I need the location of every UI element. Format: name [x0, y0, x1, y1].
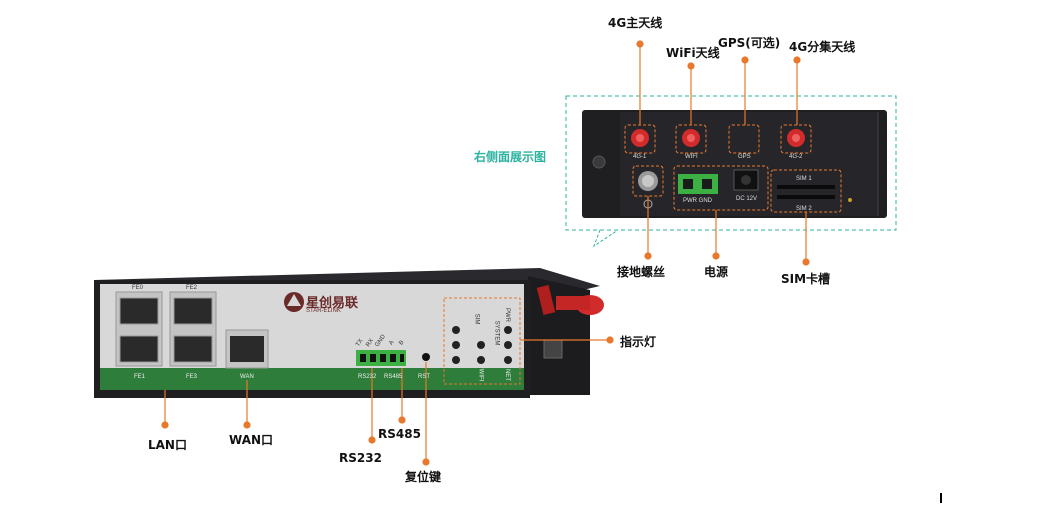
front-led-frame — [443, 297, 521, 385]
led-label-sim: SIM — [473, 313, 480, 325]
port-label-fe2: FE2 — [186, 285, 198, 291]
end-marker — [940, 493, 942, 503]
side-power-block — [673, 165, 769, 211]
callout-reset: 复位键 — [405, 470, 442, 484]
port-label-fe3: FE3 — [186, 374, 198, 380]
callout-4g-div: 4G分集天线 — [789, 40, 856, 54]
side-callout-lines — [636, 40, 810, 266]
port-label-rs232: RS232 — [358, 374, 377, 380]
front-terminal-block — [356, 350, 406, 366]
side-ant-wifi — [675, 124, 707, 154]
led-label-system: SYSTEM — [493, 320, 500, 346]
side-screw-left — [592, 155, 606, 169]
front-leds — [452, 326, 512, 364]
callout-power: 电源 — [704, 265, 729, 279]
led-label-net: NET — [504, 369, 510, 381]
callout-rs232: RS232 — [339, 451, 382, 465]
callout-gps: GPS(可选) — [718, 36, 781, 50]
front-side-connector — [543, 339, 563, 359]
led-label-wifi: WIFI — [477, 368, 484, 382]
side-label-4g1: 4G-1 — [633, 154, 647, 160]
brand-name-en: STAR-ELINK — [306, 308, 341, 314]
callout-sim-slot: SIM卡槽 — [781, 272, 831, 286]
side-ant-4g2 — [780, 124, 812, 154]
callout-ground-screw: 接地螺丝 — [617, 265, 666, 279]
port-label-rs485: RS485 — [384, 374, 403, 380]
side-label-sim2: SIM 2 — [796, 206, 812, 212]
callout-wan: WAN口 — [229, 433, 274, 447]
side-ant-gps — [728, 124, 760, 154]
port-label-fe0: FE0 — [132, 285, 144, 291]
side-label-gps: GPS — [738, 154, 751, 160]
port-label-wan: WAN — [240, 374, 254, 380]
front-wan-port — [225, 329, 269, 369]
callout-rs485: RS485 — [378, 427, 421, 441]
callout-wifi: WiFi天线 — [666, 46, 720, 60]
front-green-band — [100, 368, 524, 390]
port-label-fe1: FE1 — [134, 374, 146, 380]
side-label-4g2: 4G-2 — [789, 154, 803, 160]
brand-logo-mark — [284, 292, 304, 312]
side-label-dc: DC 12V — [736, 196, 758, 202]
front-callout-lines — [161, 336, 614, 466]
side-label-pwr-gnd: PWR GND — [683, 198, 712, 204]
led-label-pwr: PWR — [504, 308, 510, 322]
side-panel-title: 右侧面展示图 — [474, 150, 547, 164]
callout-indicator: 指示灯 — [620, 335, 657, 349]
callout-4g-main: 4G主天线 — [608, 16, 663, 30]
front-antenna — [536, 284, 604, 316]
side-panel-pointer — [592, 229, 619, 248]
side-panel-frame — [565, 95, 897, 231]
side-label-sim1: SIM 1 — [796, 176, 812, 182]
front-right-side — [528, 276, 590, 395]
port-label-rst: RST — [418, 374, 430, 380]
callout-lan: LAN口 — [148, 438, 187, 452]
front-reset-button — [422, 353, 430, 361]
side-label-wifi: WIFI — [685, 154, 698, 160]
brand-name: 星创易联 — [306, 296, 359, 311]
front-lan-ports — [115, 291, 217, 367]
